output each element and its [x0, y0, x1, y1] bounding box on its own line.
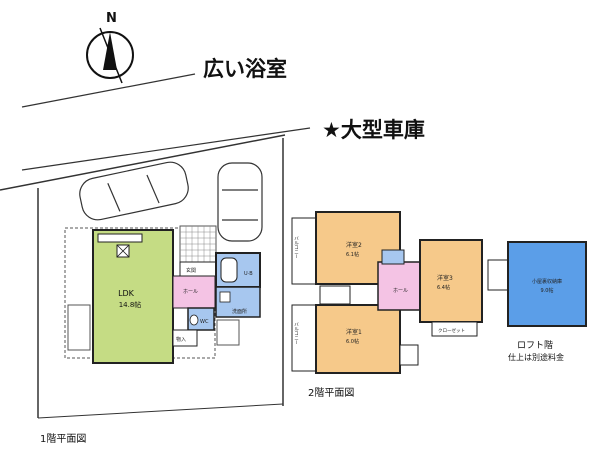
- toilet-icon: [189, 314, 199, 326]
- balcony-south-label: バルコニー: [294, 322, 299, 345]
- loft-room-size: 9.0帖: [541, 287, 554, 294]
- car-suv: [217, 162, 263, 242]
- ub-label: U·B: [244, 271, 253, 277]
- room1-label: 洋室1: [346, 328, 362, 336]
- room3-label: 洋室3: [437, 274, 453, 282]
- garage-callout: ★大型車庫: [322, 118, 425, 142]
- bath-callout-line: [21, 73, 196, 108]
- loft-storage-room: [507, 241, 587, 327]
- deck-east: [216, 319, 240, 346]
- deck-west: [67, 304, 91, 351]
- car-sedan: [79, 161, 189, 221]
- hall-floor2: [377, 261, 423, 311]
- washroom-label: 洗面所: [232, 308, 247, 315]
- room2-label: 洋室2: [346, 241, 362, 249]
- room2-size: 6.1帖: [346, 251, 359, 258]
- loft-room-label: 小屋裏収納庫: [532, 278, 562, 285]
- room1-size: 6.0帖: [346, 338, 359, 345]
- storage-label: 物入: [176, 336, 186, 343]
- hall1-label: ホール: [183, 289, 198, 295]
- wc-label: WC: [200, 319, 209, 325]
- loft-ladder-area: [487, 259, 509, 291]
- room3-size: 6.4帖: [437, 284, 450, 291]
- kitchen-counter: [97, 233, 143, 243]
- ldk-label: LDK: [118, 289, 135, 298]
- floor1-plan: LDK 14.8帖 玄関 ホール U·B 洗面所 WC 物入: [64, 225, 261, 364]
- garage-callout-line: [21, 127, 311, 171]
- storage-closet: [172, 329, 198, 347]
- bath-callout: 広い浴室: [203, 57, 287, 81]
- loft-caption: ロフト階: [517, 340, 553, 351]
- ldk-room: [92, 229, 174, 364]
- site-boundary: [0, 134, 286, 419]
- storage-floor2: [399, 344, 419, 366]
- floor2-caption: 2階平面図: [308, 387, 354, 399]
- closet-label: クローゼット: [438, 327, 465, 334]
- floor1-caption: 1階平面図: [40, 433, 86, 445]
- balcony-north-label: バルコニー: [294, 236, 299, 259]
- balcony-south: [291, 304, 317, 372]
- floor2-plan: バルコニー バルコニー 洋室2 6.1帖 洋室1 6.0帖 ホール 洋室3 6.…: [291, 211, 483, 374]
- compass-rose: N: [86, 11, 134, 84]
- entrance-label: 玄関: [186, 267, 196, 274]
- room-3: [419, 239, 483, 323]
- compass-needle: [99, 27, 123, 84]
- bathtub-icon: [220, 257, 238, 283]
- loft-note: 仕上は別途料金: [508, 352, 564, 362]
- loft-plan: 小屋裏収納庫 9.0帖: [487, 241, 587, 327]
- washbasin-icon: [219, 291, 231, 303]
- ldk-size: 14.8帖: [119, 300, 142, 309]
- wc-floor2: [381, 249, 405, 265]
- balcony-north: [291, 217, 317, 285]
- closet-room1: [319, 285, 351, 305]
- closet-room3: [431, 321, 478, 337]
- room-1: [315, 304, 401, 374]
- compass-north-label: N: [106, 11, 117, 26]
- hall2-label: ホール: [393, 288, 408, 294]
